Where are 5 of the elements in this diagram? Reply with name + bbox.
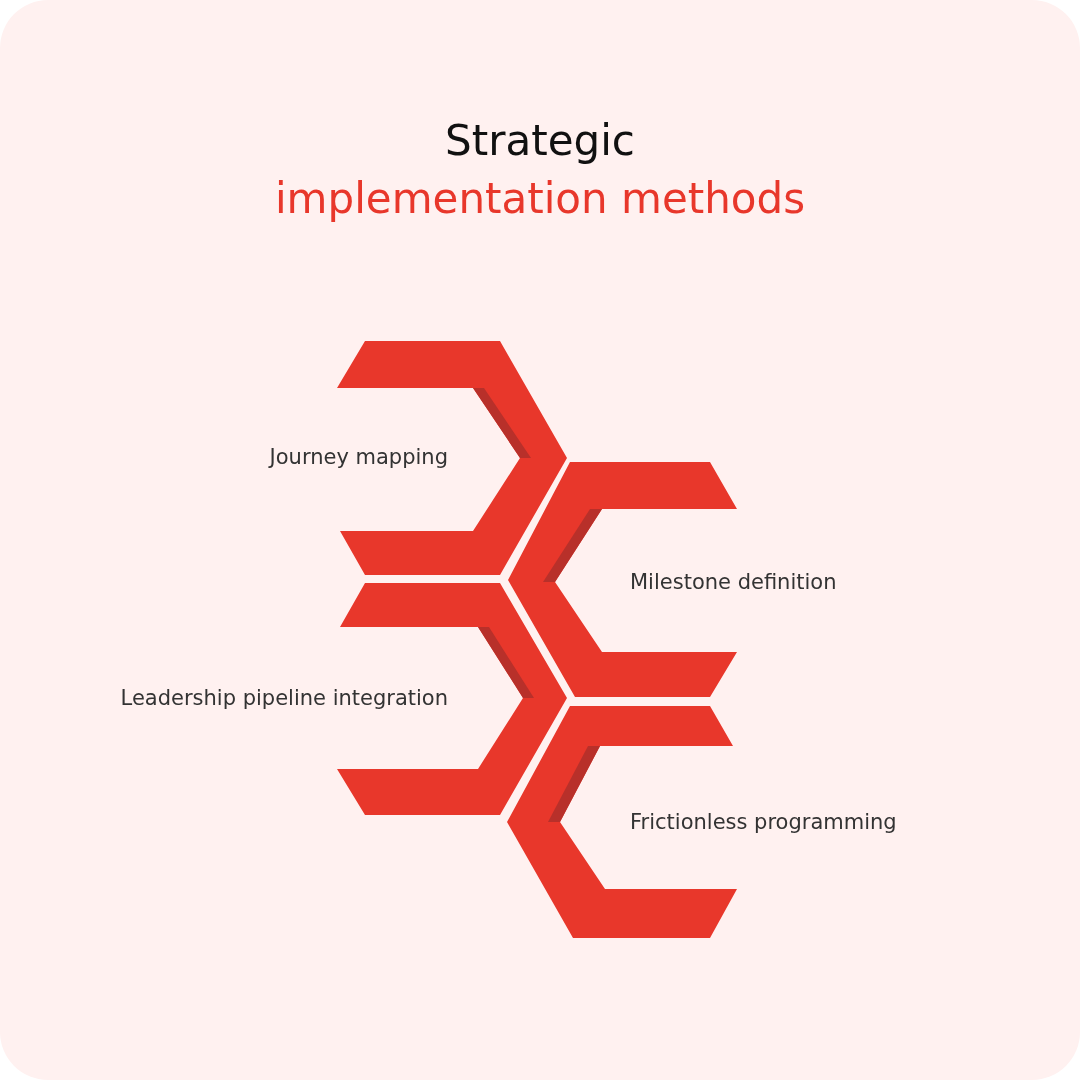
title: Strategic implementation methods bbox=[273, 115, 807, 225]
method-label: Milestone definition bbox=[630, 569, 837, 595]
method-label: Journey mapping bbox=[269, 444, 448, 470]
method-label: Frictionless programming bbox=[630, 809, 897, 835]
method-label: Leadership pipeline integration bbox=[120, 685, 448, 711]
